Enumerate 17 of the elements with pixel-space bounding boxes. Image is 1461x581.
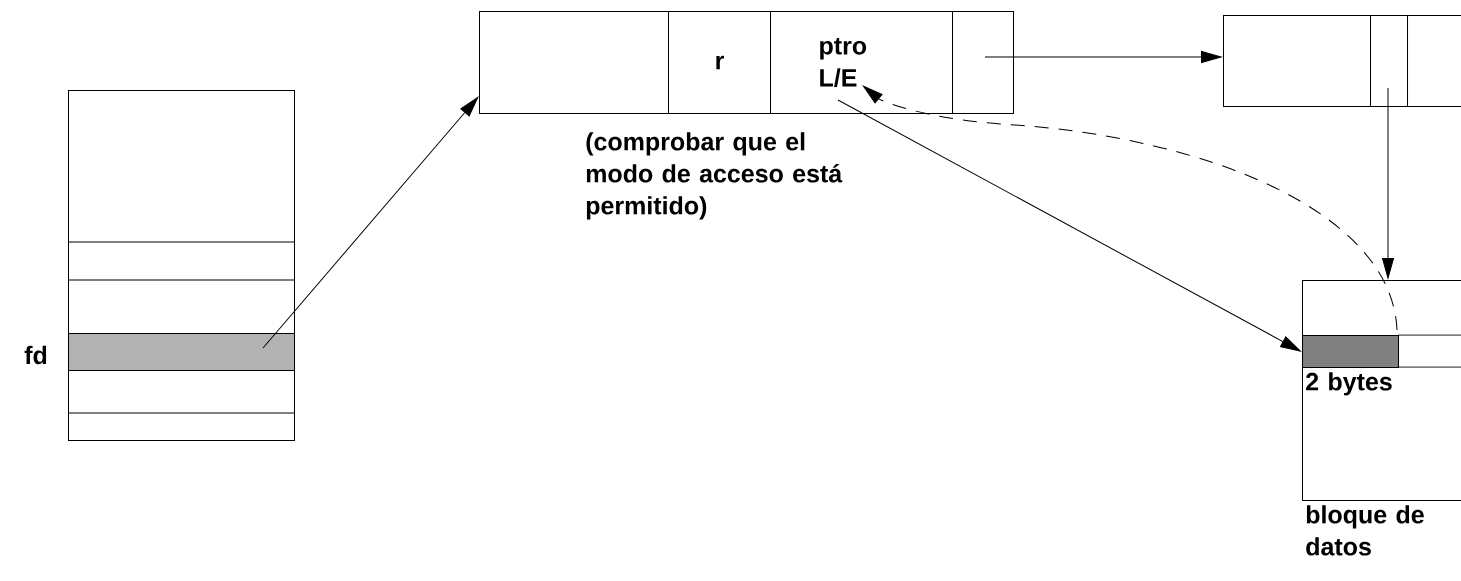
caption-text: (comprobar que el modo de acceso está permitido) [586, 132, 843, 220]
row-label: fd [24, 345, 47, 365]
arrow [1382, 87, 1394, 279]
file-table [68, 90, 295, 441]
table-row [1302, 335, 1399, 368]
table-cell [952, 11, 1014, 114]
arrow [837, 99, 1301, 352]
inode-box [1223, 15, 1461, 107]
table-cell: ptro L/E [770, 11, 953, 114]
table-cell [1370, 15, 1408, 107]
arrow [984, 51, 1222, 63]
table-cell: r [668, 11, 771, 114]
table-row [68, 333, 295, 371]
arrow [262, 96, 479, 349]
arrow [862, 85, 1398, 331]
caption-text: bloque de datos [1306, 505, 1424, 556]
caption-text: 2 bytes [1306, 372, 1392, 396]
